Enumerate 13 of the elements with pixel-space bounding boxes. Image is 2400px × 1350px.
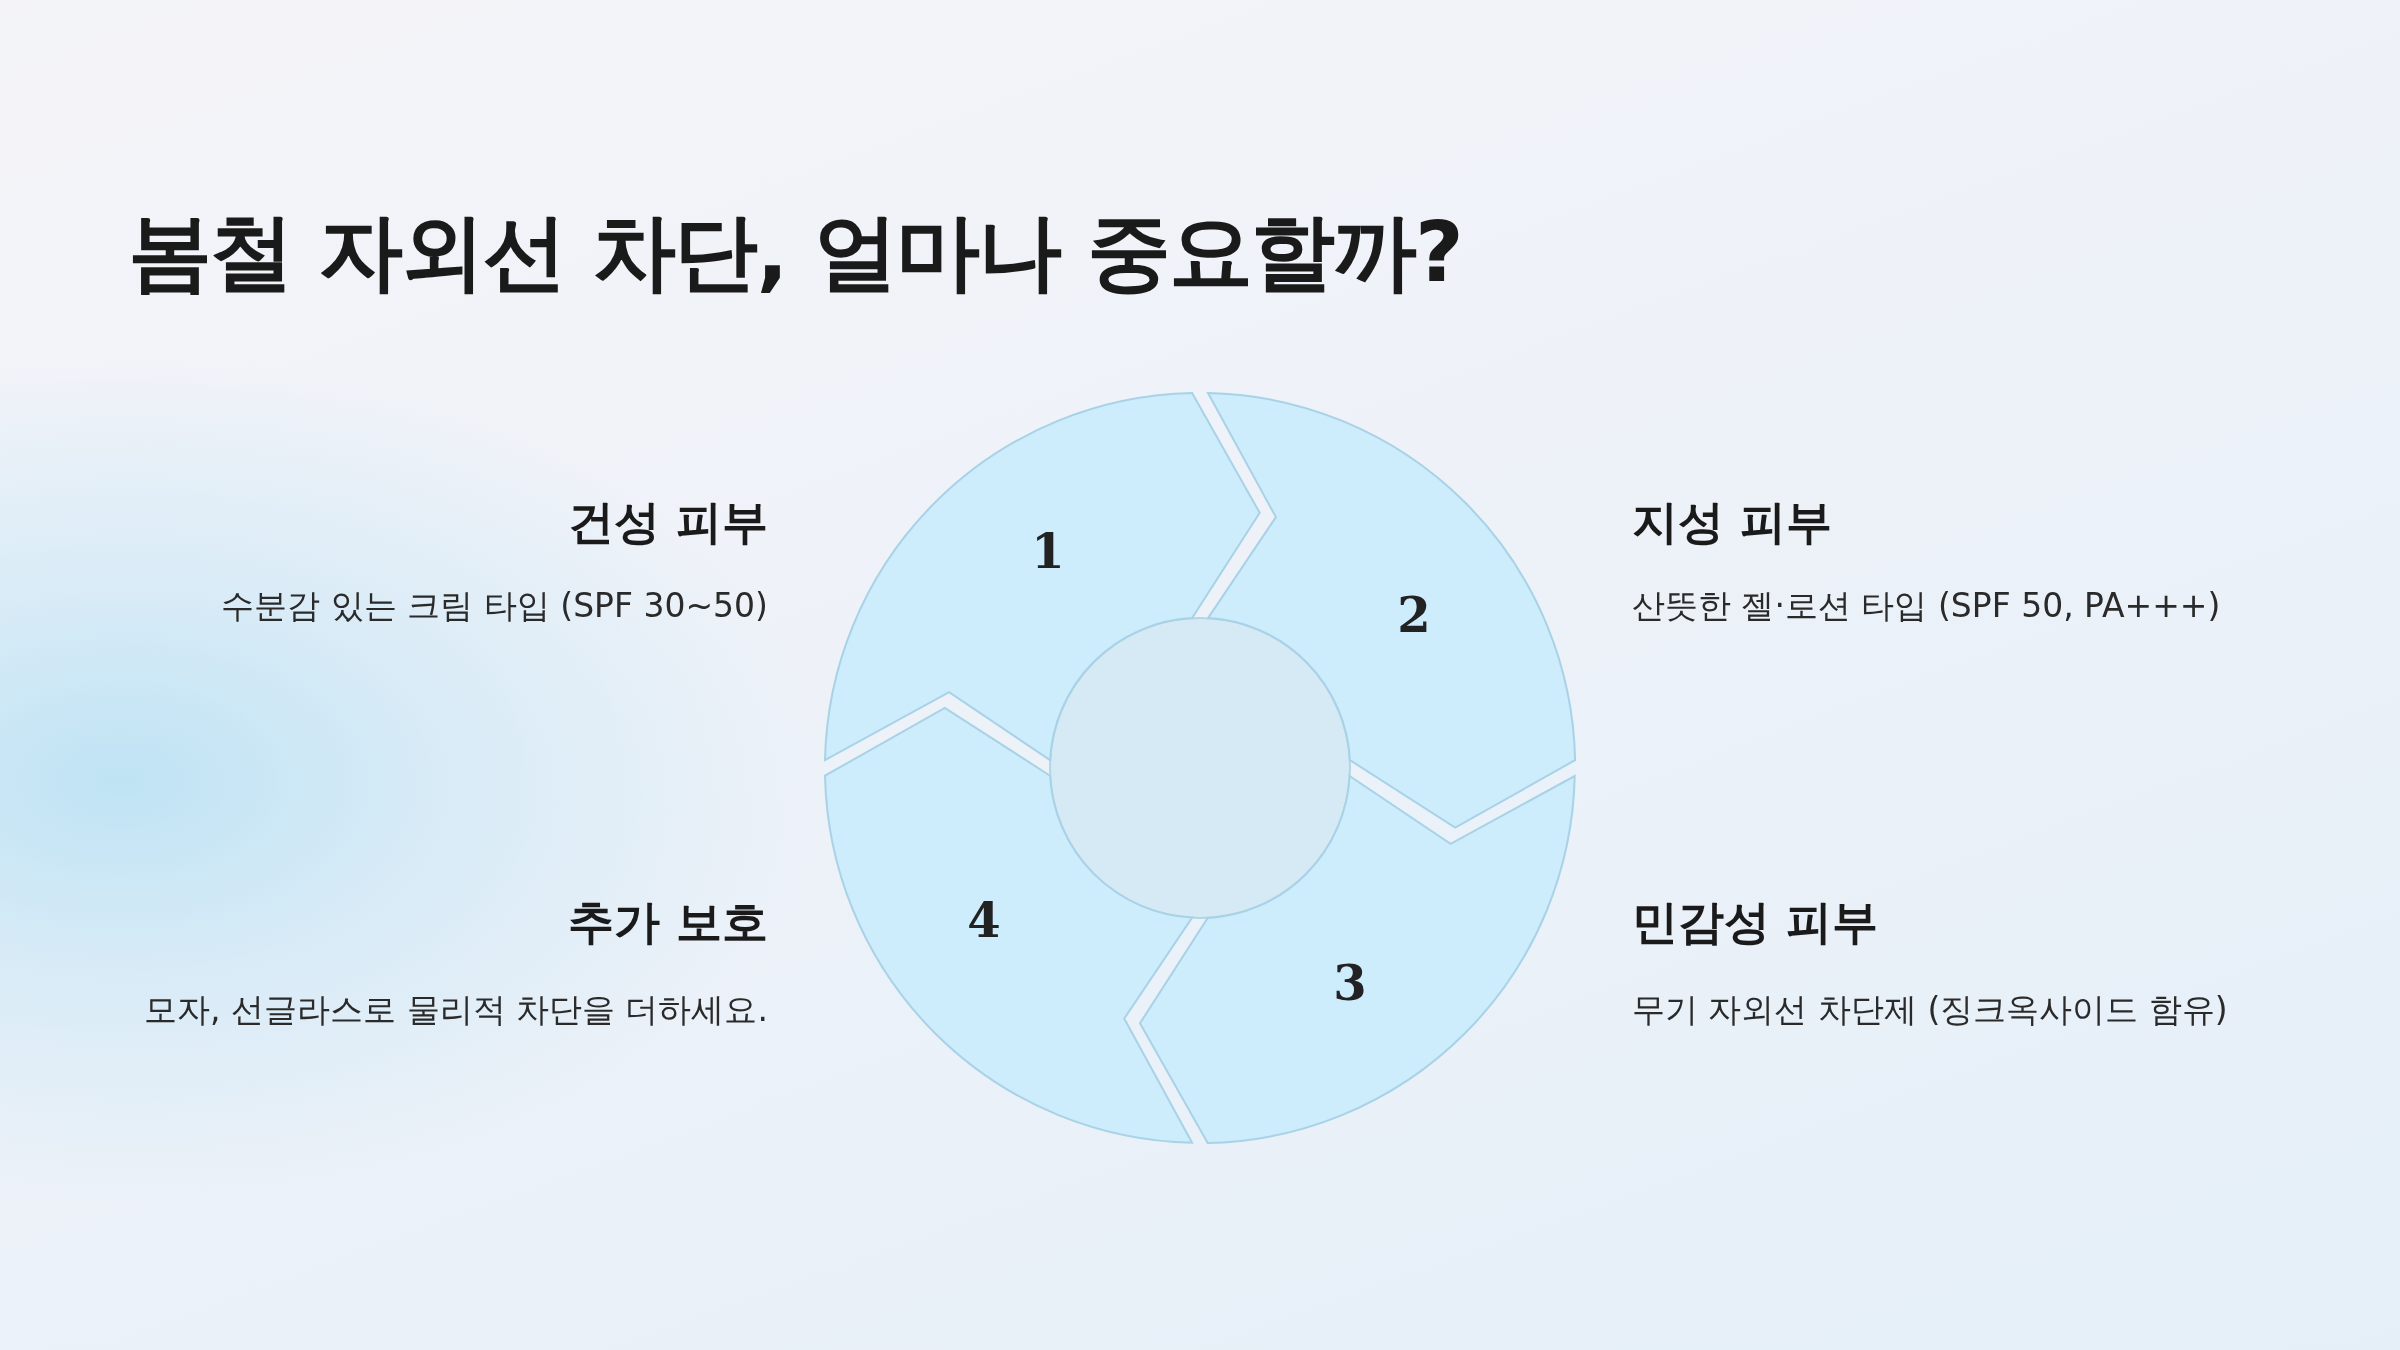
step-number: 2: [1397, 587, 1431, 643]
heading: 지성 피부: [1632, 494, 1832, 551]
title: 봄철 자외선 차단, 얼마나 중요할까?: [128, 202, 1462, 303]
step-number: 1: [1031, 523, 1065, 579]
step-number: 3: [1333, 955, 1367, 1011]
description: 산뜻한 젤·로션 타입 (SPF 50, PA+++): [1632, 584, 2221, 627]
heading: 건성 피부: [568, 494, 768, 551]
description: 무기 자외선 차단제 (징크옥사이드 함유): [1632, 988, 2228, 1031]
heading: 민감성 피부: [1632, 894, 1878, 951]
step-number: 4: [967, 892, 1001, 948]
description: 모자, 선글라스로 물리적 차단을 더하세요.: [144, 988, 768, 1031]
description: 수분감 있는 크림 타입 (SPF 30~50): [221, 584, 768, 627]
heading: 추가 보호: [568, 894, 768, 951]
